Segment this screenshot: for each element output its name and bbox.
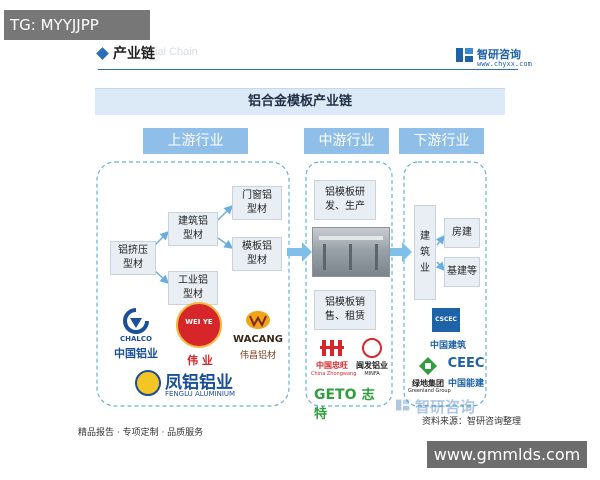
logo-wacang: WACANG 伟昌铝材 [228,310,288,368]
node-construction: 建 筑 业 [414,205,436,300]
node-template-sales: 铝模板销 售、租赁 [314,290,376,330]
wacang-mark-icon [246,311,270,329]
geto-en: GETO [314,387,357,403]
minfa-cn: 闽发铝业 [356,361,388,370]
logo-geto: GETO 志特 [314,384,386,422]
site-watermark: www.gmmlds.com [427,441,587,468]
brand-watermark: 智研咨询 [395,396,515,416]
brand-url: www.chyxx.com [477,60,532,68]
brand-mark-icon [456,48,473,62]
greenland-cn: 绿地集团 [412,379,444,388]
logo-ceec: CEEC 中国能建 [446,356,486,396]
arrow-mid-to-down [389,242,412,262]
overlay-tag: TG: MYYJJPP [4,10,150,40]
header-title: 产业链 [113,46,155,62]
ceec-en: CEEC [447,356,485,371]
geto-cn: 志特 [314,388,375,422]
logo-weiye: WEI YE 伟 业 [172,302,228,367]
weiye-mark-icon [176,302,222,348]
arrow-extrusion-industrial [153,269,170,285]
header-rule [98,69,518,70]
brand-logo: 智研咨询 www.chyxx.com [455,44,545,72]
minfa-en: MINFA [364,371,380,377]
fenglu-en: FENGLU ALUMINIUM [165,390,236,398]
node-industrial-profile: 工业铝 型材 [168,271,218,305]
wacang-en: WACANG [233,334,283,345]
brand-name: 智研咨询 [477,48,521,61]
chalco-cn: 中国铝业 [114,347,158,360]
weiye-mark-text: WEI YE [185,318,213,326]
logo-greenland: 绿地集团 Greenland Group [408,356,451,396]
footer-source: 资料来源：智研咨询整理 [422,417,522,427]
midstream-frame [305,161,393,407]
arrow-construction-infra [435,261,445,272]
arrow-building-doorwindow [217,204,234,221]
minfa-mark-icon [362,338,382,358]
node-building-profile: 建筑铝 型材 [168,212,218,246]
downstream-frame [403,161,487,407]
stage-upstream: 上游行业 [143,128,248,154]
header-ghost-text: ial Chain [155,46,198,58]
arrow-construction-housing [435,234,445,246]
logo-cscec: CSCEC 中国建筑 [418,308,478,352]
node-infrastructure: 基建等 [444,257,480,287]
weiye-cn: 伟 业 [187,354,213,367]
logo-zhongwang: 中国忠旺 China Zhongwang [311,338,357,382]
arrow-building-template [217,237,234,249]
logo-minfa: 闽发铝业 MINFA [352,338,392,382]
cscec-en: CSCEC [435,316,457,323]
node-template-rd: 铝模板研 发、生产 [314,180,376,220]
footer-tagline: 精品报告 · 专项定制 · 品质服务 [78,428,204,438]
brand-watermark-text: 智研咨询 [415,398,476,416]
fenglu-cn: 凤铝铝业 [165,373,233,393]
greenland-mark-icon [419,357,437,375]
ceec-cn: 中国能建 [447,379,484,389]
upstream-frame [96,161,290,407]
stage-downstream: 下游行业 [399,128,484,154]
node-template-profile: 模板铝 型材 [232,237,282,271]
cscec-cn: 中国建筑 [429,341,466,351]
cscec-mark-icon [432,308,460,332]
diagram-title: 铝合金模板产业链 [95,88,505,115]
chalco-mark-icon [123,308,149,334]
logo-chalco: CHALCO 中国铝业 [104,308,168,366]
zhongwang-mark-icon [320,340,344,356]
chalco-en: CHALCO [120,335,152,343]
aluminum-formwork-photo [312,227,390,277]
node-housing: 房建 [444,218,480,248]
zhongwang-en: China Zhongwang [311,371,357,377]
wacang-cn: 伟昌铝材 [239,351,276,361]
zhongwang-cn: 中国忠旺 [316,361,348,370]
arrow-up-to-mid [287,242,312,262]
node-extrusion: 铝挤压 型材 [110,241,156,275]
arrow-extrusion-building [153,230,170,247]
logo-fenglu: 凤铝铝业 FENGLU ALUMINIUM [135,368,275,404]
node-doorwindow-profile: 门窗铝 型材 [232,186,282,220]
fenglu-mark-icon [135,370,161,396]
greenland-en: Greenland Group [408,388,451,394]
brand-watermark-icon [396,399,410,411]
stage-midstream: 中游行业 [304,128,389,154]
